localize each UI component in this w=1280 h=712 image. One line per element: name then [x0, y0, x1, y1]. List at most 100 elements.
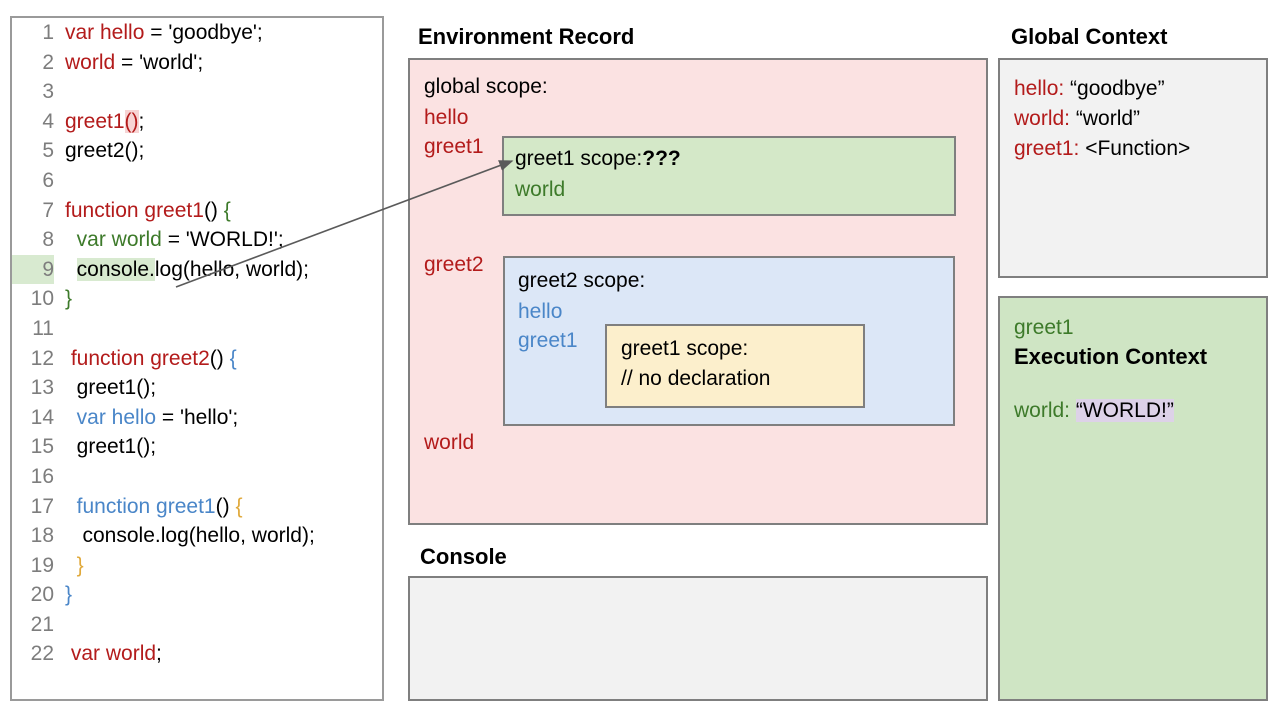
global-context-entry-value: “world” [1075, 107, 1141, 130]
code-line[interactable]: 14 var hello = 'hello'; [12, 403, 382, 433]
code-line-text: console.log(hello, world); [54, 255, 309, 285]
code-token: world [65, 50, 116, 74]
code-token: log(hello, world); [154, 257, 309, 281]
global-context-title: Global Context [1011, 24, 1168, 49]
global-context-entry: world: “world” [1014, 104, 1266, 134]
code-token: () [209, 346, 230, 370]
global-scope-var-hello: hello [424, 106, 469, 129]
global-context-entry: hello: “goodbye” [1014, 74, 1266, 104]
nested-greet1-scope-heading: greet1 scope: [621, 337, 749, 360]
line-number: 15 [30, 435, 54, 459]
greet2-scope-var-greet1: greet1 [518, 329, 578, 352]
line-number: 13 [30, 376, 54, 400]
code-token: greet2(); [65, 139, 145, 163]
code-token: greet1(); [65, 376, 157, 400]
line-number: 17 [30, 494, 54, 518]
line-number: 2 [42, 50, 54, 74]
line-number: 1 [42, 21, 54, 44]
code-line[interactable]: 20} [12, 580, 382, 610]
code-token: = 'WORLD!'; [161, 228, 284, 252]
line-number: 6 [42, 168, 54, 192]
code-line-text: function greet1() { [54, 196, 231, 226]
line-number: 21 [30, 612, 54, 636]
global-context-entry-value: “goodbye” [1070, 77, 1165, 100]
code-line[interactable]: 4 greet1(); [12, 107, 382, 137]
code-line[interactable]: 9 console.log(hello, world); [12, 254, 382, 285]
line-number: 20 [30, 583, 54, 607]
global-scope-var-greet2: greet2 [424, 253, 484, 276]
code-line-text: var world = 'WORLD!'; [54, 225, 284, 255]
code-token: function greet2 [70, 346, 210, 370]
line-number: 10 [30, 287, 54, 311]
code-token: greet1 [65, 109, 125, 133]
code-token: = 'world'; [115, 50, 204, 74]
code-line[interactable]: 15 greet1(); [12, 432, 382, 462]
greet1-scope-unknown-marker: ??? [642, 147, 681, 170]
code-token: function greet1 [65, 198, 204, 222]
code-token: { [229, 346, 237, 370]
execution-context-function-name: greet1 [1014, 316, 1074, 339]
code-line[interactable]: 8 var world = 'WORLD!'; [12, 225, 382, 255]
code-token: ; [138, 109, 145, 133]
line-number: 7 [42, 198, 54, 222]
line-number: 14 [30, 405, 54, 429]
global-context-box: hello: “goodbye”world: “world”greet1: <F… [998, 58, 1268, 278]
global-context-entry: greet1: <Function> [1014, 134, 1266, 164]
code-token [65, 258, 77, 281]
code-line-text: greet1(); [54, 432, 156, 462]
code-token: () [203, 198, 224, 222]
code-line[interactable]: 3 [12, 77, 382, 107]
greet1-scope-var-world: world [515, 178, 566, 201]
code-line[interactable]: 18 console.log(hello, world); [12, 521, 382, 551]
line-number: 18 [30, 524, 54, 548]
code-line-text: var hello = 'hello'; [54, 403, 239, 433]
code-line[interactable]: 6 [12, 166, 382, 196]
greet1-scope-box: greet1 scope:??? world [502, 136, 956, 216]
code-line[interactable]: 12 function greet2() { [12, 344, 382, 374]
code-line[interactable]: 19 } [12, 551, 382, 581]
global-context-entry-key: hello: [1014, 77, 1071, 100]
code-line-text: world = 'world'; [54, 48, 203, 78]
code-token: ; [156, 642, 162, 666]
code-line[interactable]: 22 var world; [12, 639, 382, 669]
code-line[interactable]: 13 greet1(); [12, 373, 382, 403]
global-context-entry-key: world: [1014, 107, 1076, 130]
code-token: { [223, 198, 231, 222]
code-token-highlighted: () [124, 109, 139, 133]
execution-context-entry-value: “WORLD!” [1075, 399, 1174, 422]
nested-greet1-scope-note: // no declaration [621, 367, 771, 390]
code-token [65, 406, 77, 429]
line-number: 16 [30, 464, 54, 488]
code-line[interactable]: 21 [12, 610, 382, 640]
code-token [65, 554, 77, 577]
execution-context-entry: world: “WORLD!” [1014, 397, 1266, 425]
line-number: 19 [30, 553, 54, 577]
code-line-text: greet1(); [54, 373, 156, 403]
code-token: } [76, 553, 84, 577]
console-output-box[interactable] [408, 576, 988, 701]
greet1-scope-heading: greet1 scope:??? [515, 147, 681, 171]
global-scope-var-greet1: greet1 [424, 135, 484, 158]
line-number: 5 [42, 139, 54, 163]
code-line[interactable]: 11 [12, 314, 382, 344]
code-line-text: var hello = 'goodbye'; [54, 18, 263, 48]
line-number: 22 [30, 642, 54, 666]
code-token: greet1(); [65, 435, 157, 459]
code-line-text: } [54, 284, 72, 314]
code-line[interactable]: 10} [12, 284, 382, 314]
global-context-entry-value: <Function> [1085, 137, 1191, 160]
line-number: 3 [42, 80, 54, 104]
code-line-text: greet2(); [54, 136, 144, 166]
code-line[interactable]: 5 greet2(); [12, 136, 382, 166]
code-token [65, 228, 77, 251]
global-scope-heading: global scope: [424, 75, 548, 98]
line-number: 4 [42, 109, 54, 133]
greet2-scope-heading: greet2 scope: [518, 269, 646, 292]
code-line[interactable]: 16 [12, 462, 382, 492]
greet2-scope-var-hello: hello [518, 300, 563, 323]
code-line[interactable]: 17 function greet1() { [12, 492, 382, 522]
